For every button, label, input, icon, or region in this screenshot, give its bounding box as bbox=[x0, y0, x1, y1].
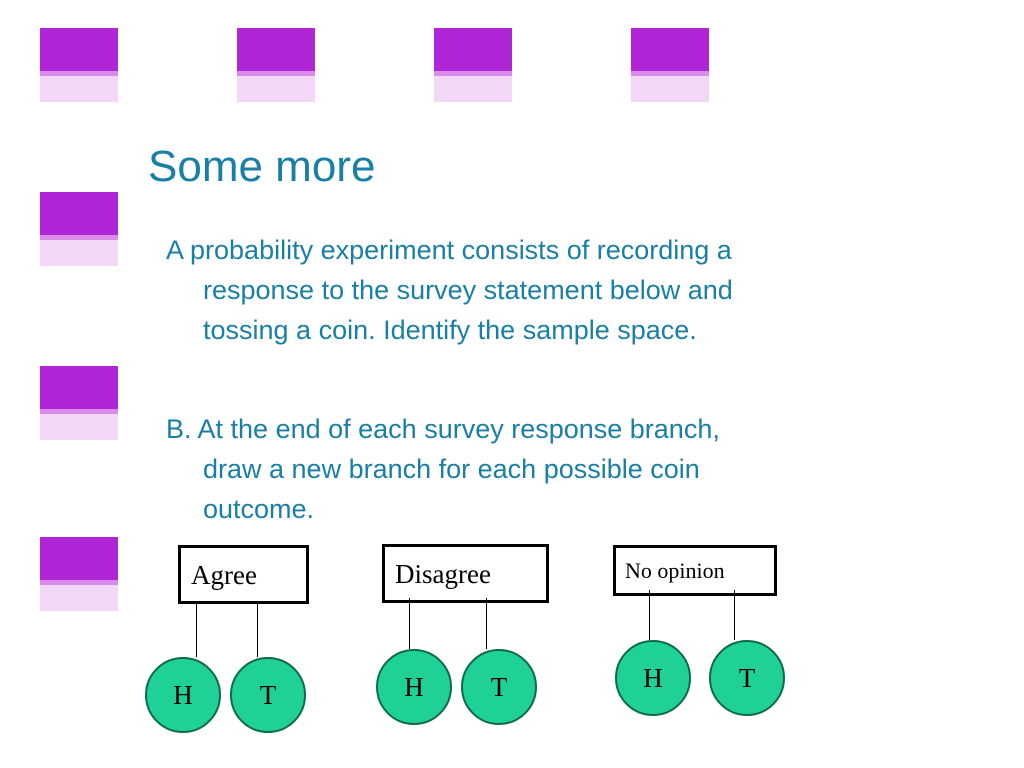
decorative-square bbox=[434, 28, 512, 102]
decorative-square bbox=[40, 192, 118, 266]
branch-line bbox=[196, 604, 197, 657]
branch-line bbox=[409, 598, 410, 649]
decorative-square bbox=[40, 537, 118, 611]
response-box-no-opinion: No opinion bbox=[613, 545, 777, 596]
outcome-node-heads: H bbox=[145, 657, 221, 733]
branch-line bbox=[257, 604, 258, 657]
paragraph-b-line: draw a new branch for each possible coin bbox=[203, 454, 700, 484]
decorative-square bbox=[40, 366, 118, 440]
paragraph-a-line: A probability experiment consists of rec… bbox=[166, 235, 732, 265]
paragraph-b-line: outcome. bbox=[203, 494, 315, 524]
slide-title: Some more bbox=[148, 142, 376, 191]
response-label: No opinion bbox=[625, 558, 725, 583]
outcome-node-tails: T bbox=[709, 640, 785, 716]
branch-line bbox=[649, 590, 650, 640]
response-label: Disagree bbox=[395, 559, 491, 589]
outcome-node-heads: H bbox=[615, 640, 691, 716]
response-label: Agree bbox=[191, 560, 257, 590]
paragraph-b: B. At the end of each survey response br… bbox=[166, 409, 720, 529]
branch-line bbox=[486, 598, 487, 649]
outcome-node-tails: T bbox=[461, 649, 537, 725]
paragraph-b-line: B. At the end of each survey response br… bbox=[166, 414, 720, 444]
outcome-node-heads: H bbox=[376, 649, 452, 725]
paragraph-a-line: tossing a coin. Identify the sample spac… bbox=[203, 315, 697, 345]
response-box-agree: Agree bbox=[178, 545, 309, 604]
paragraph-a-line: response to the survey statement below a… bbox=[203, 275, 733, 305]
decorative-square bbox=[631, 28, 709, 102]
response-box-disagree: Disagree bbox=[382, 544, 549, 603]
decorative-square bbox=[237, 28, 315, 102]
outcome-node-tails: T bbox=[230, 657, 306, 733]
branch-line bbox=[734, 590, 735, 640]
paragraph-a: A probability experiment consists of rec… bbox=[166, 230, 733, 350]
decorative-square bbox=[40, 28, 118, 102]
